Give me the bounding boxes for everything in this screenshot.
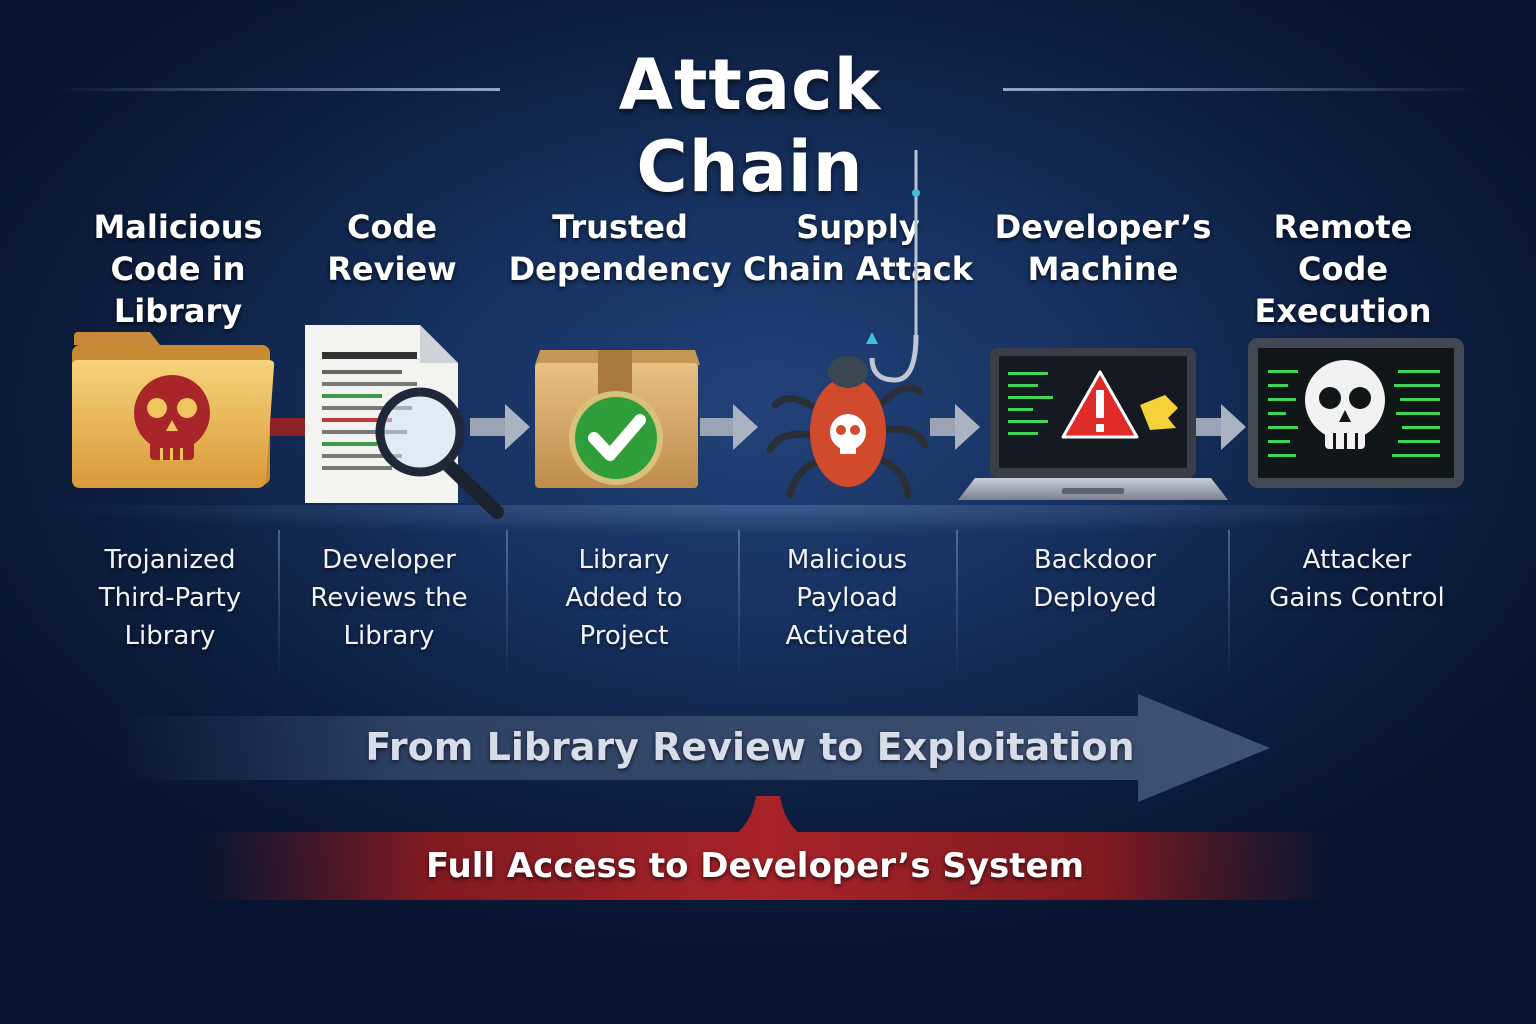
banner-arrow-shape xyxy=(120,694,1270,802)
result-label: Full Access to Developer’s System xyxy=(425,846,1085,886)
warning-laptop-icon xyxy=(958,348,1228,500)
flow-arrow-3 xyxy=(700,404,758,450)
hooked-bug-icon xyxy=(766,150,929,499)
skull-folder-icon xyxy=(72,332,275,488)
banner-label: From Library Review to Exploitation xyxy=(365,725,1135,769)
title-rule-right xyxy=(1003,88,1478,91)
column-divider xyxy=(956,530,958,680)
document-magnifier-icon xyxy=(305,325,504,519)
checked-box-icon xyxy=(535,350,700,488)
flow-arrow-4 xyxy=(930,404,980,450)
skull-monitor-icon xyxy=(1248,338,1464,488)
icon-floor-glow xyxy=(30,505,1506,535)
flow-arrow-1 xyxy=(268,418,308,436)
column-divider xyxy=(506,530,508,680)
column-divider xyxy=(738,530,740,680)
flow-arrow-5 xyxy=(1196,404,1246,450)
flow-arrow-2 xyxy=(470,404,530,450)
result-band-shape xyxy=(200,796,1330,900)
title-rule-left xyxy=(60,88,500,91)
icon-row xyxy=(72,150,1464,519)
page-title: Attack Chain xyxy=(618,44,882,208)
column-divider xyxy=(278,530,280,680)
column-divider xyxy=(1228,530,1230,680)
